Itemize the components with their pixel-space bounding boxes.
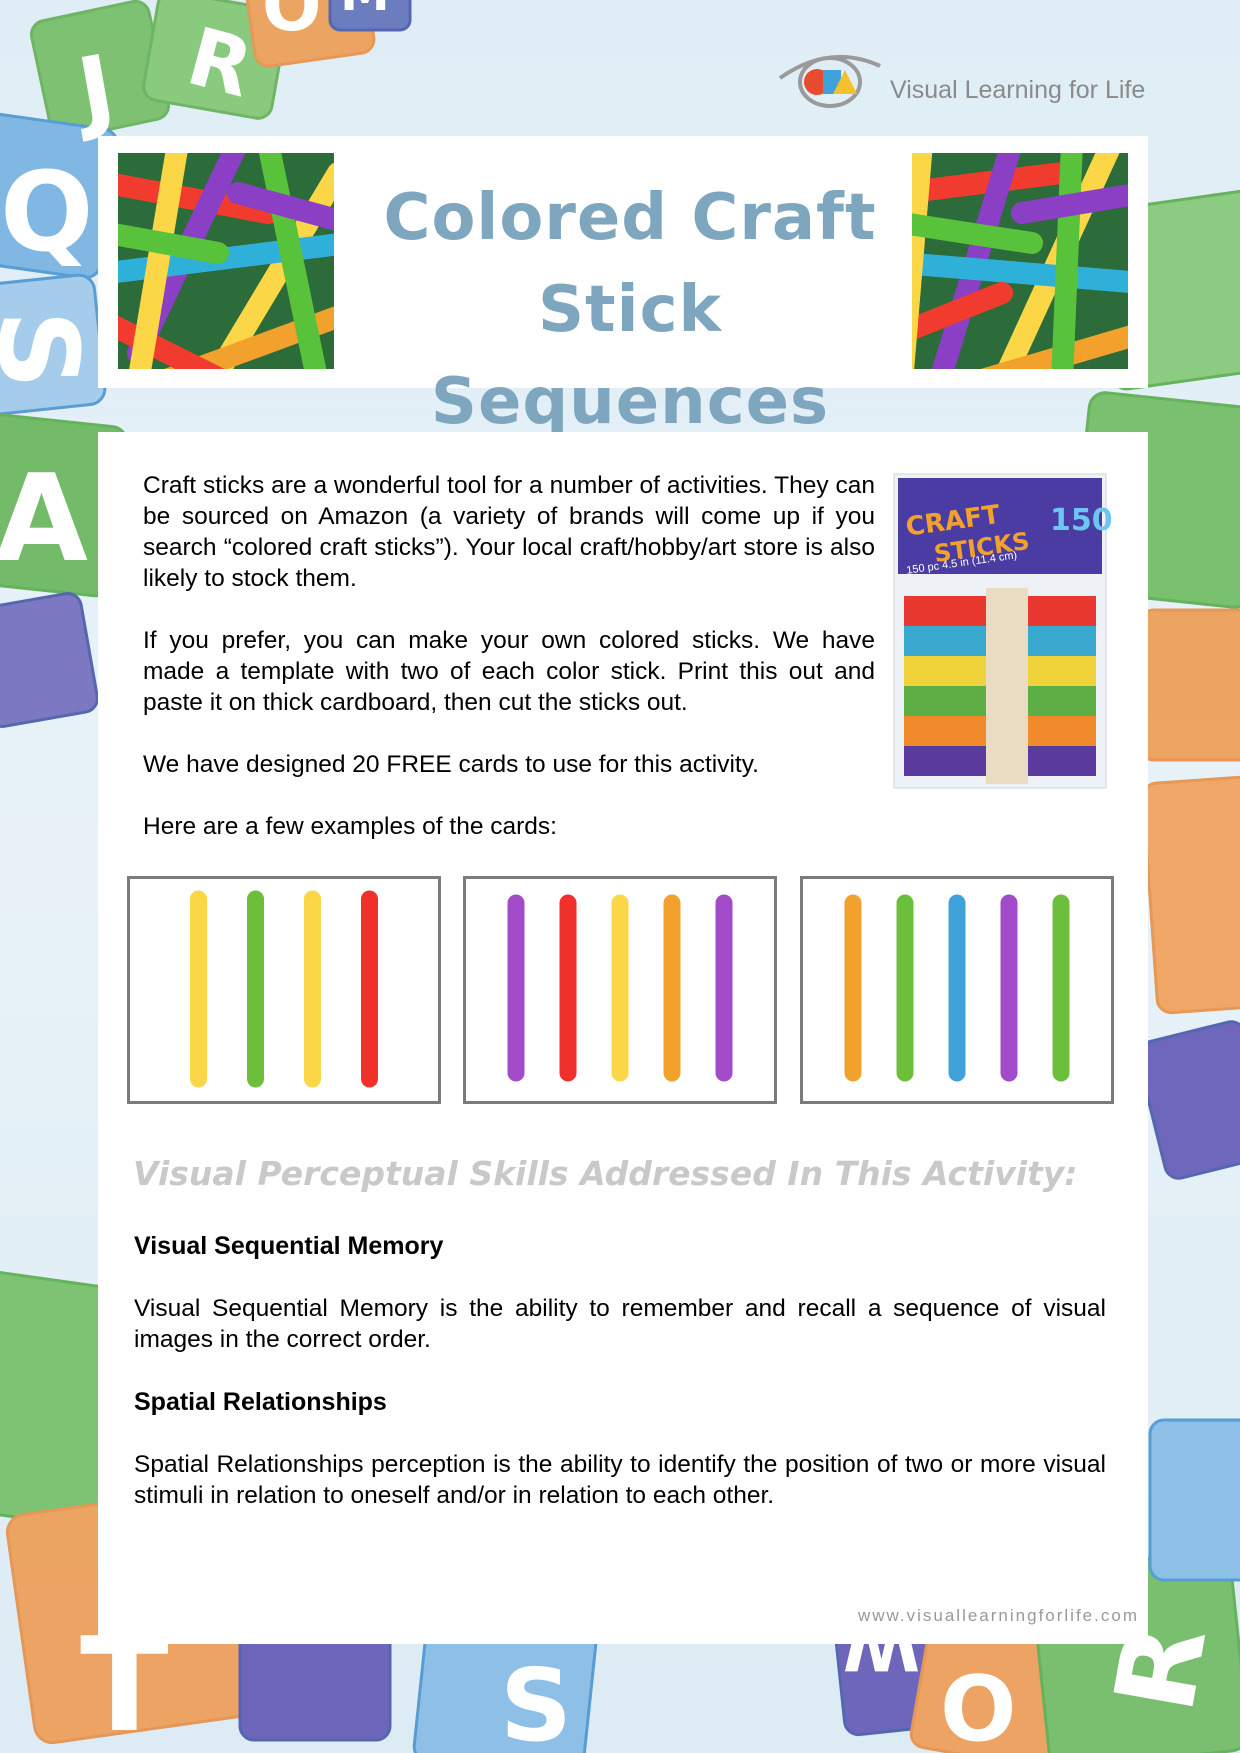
skill-description: Visual Sequential Memory is the ability …	[134, 1295, 1106, 1353]
intro-paragraph: If you prefer, you can make your own col…	[143, 627, 875, 716]
svg-text:S: S	[0, 310, 102, 389]
card-sticks	[507, 894, 733, 1082]
svg-text:S: S	[500, 1647, 572, 1753]
craft-sticks-package-image: CRAFT STICKS 150 150 pc 4.5 in (11.4 cm)	[888, 470, 1113, 792]
title-line-2: Stick Sequences	[430, 273, 830, 439]
brand-name: Visual Learning for Life	[890, 76, 1146, 104]
example-card	[800, 876, 1114, 1104]
svg-text:150: 150	[1050, 503, 1112, 538]
intro-paragraph: We have designed 20 FREE cards to use fo…	[143, 751, 759, 778]
intro-text: Craft sticks are a wonderful tool for a …	[143, 470, 875, 873]
brand-logo	[775, 48, 1155, 114]
svg-text:M: M	[340, 0, 390, 22]
skill-title: Visual Sequential Memory	[134, 1232, 444, 1260]
skills-heading: Visual Perceptual Skills Addressed In Th…	[133, 1154, 1078, 1193]
skill-description: Spatial Relationships perception is the …	[134, 1451, 1106, 1509]
page-title: Colored Craft Stick Sequences	[340, 172, 920, 448]
intro-paragraph: Here are a few examples of the cards:	[143, 813, 557, 840]
svg-text:Q: Q	[0, 148, 94, 276]
craft-sticks-image-left	[118, 153, 334, 369]
skill-title: Spatial Relationships	[134, 1388, 387, 1416]
svg-text:A: A	[0, 450, 88, 589]
svg-text:O: O	[262, 0, 322, 47]
craft-sticks-image-right	[912, 153, 1128, 369]
example-card	[463, 876, 777, 1104]
svg-text:O: O	[940, 1657, 1017, 1753]
example-card	[127, 876, 441, 1104]
intro-paragraph: Craft sticks are a wonderful tool for a …	[143, 472, 875, 592]
footer-url: www.visuallearningforlife.com	[858, 1606, 1139, 1625]
card-sticks	[844, 894, 1070, 1082]
card-sticks	[190, 890, 378, 1088]
title-line-1: Colored Craft	[383, 181, 877, 255]
